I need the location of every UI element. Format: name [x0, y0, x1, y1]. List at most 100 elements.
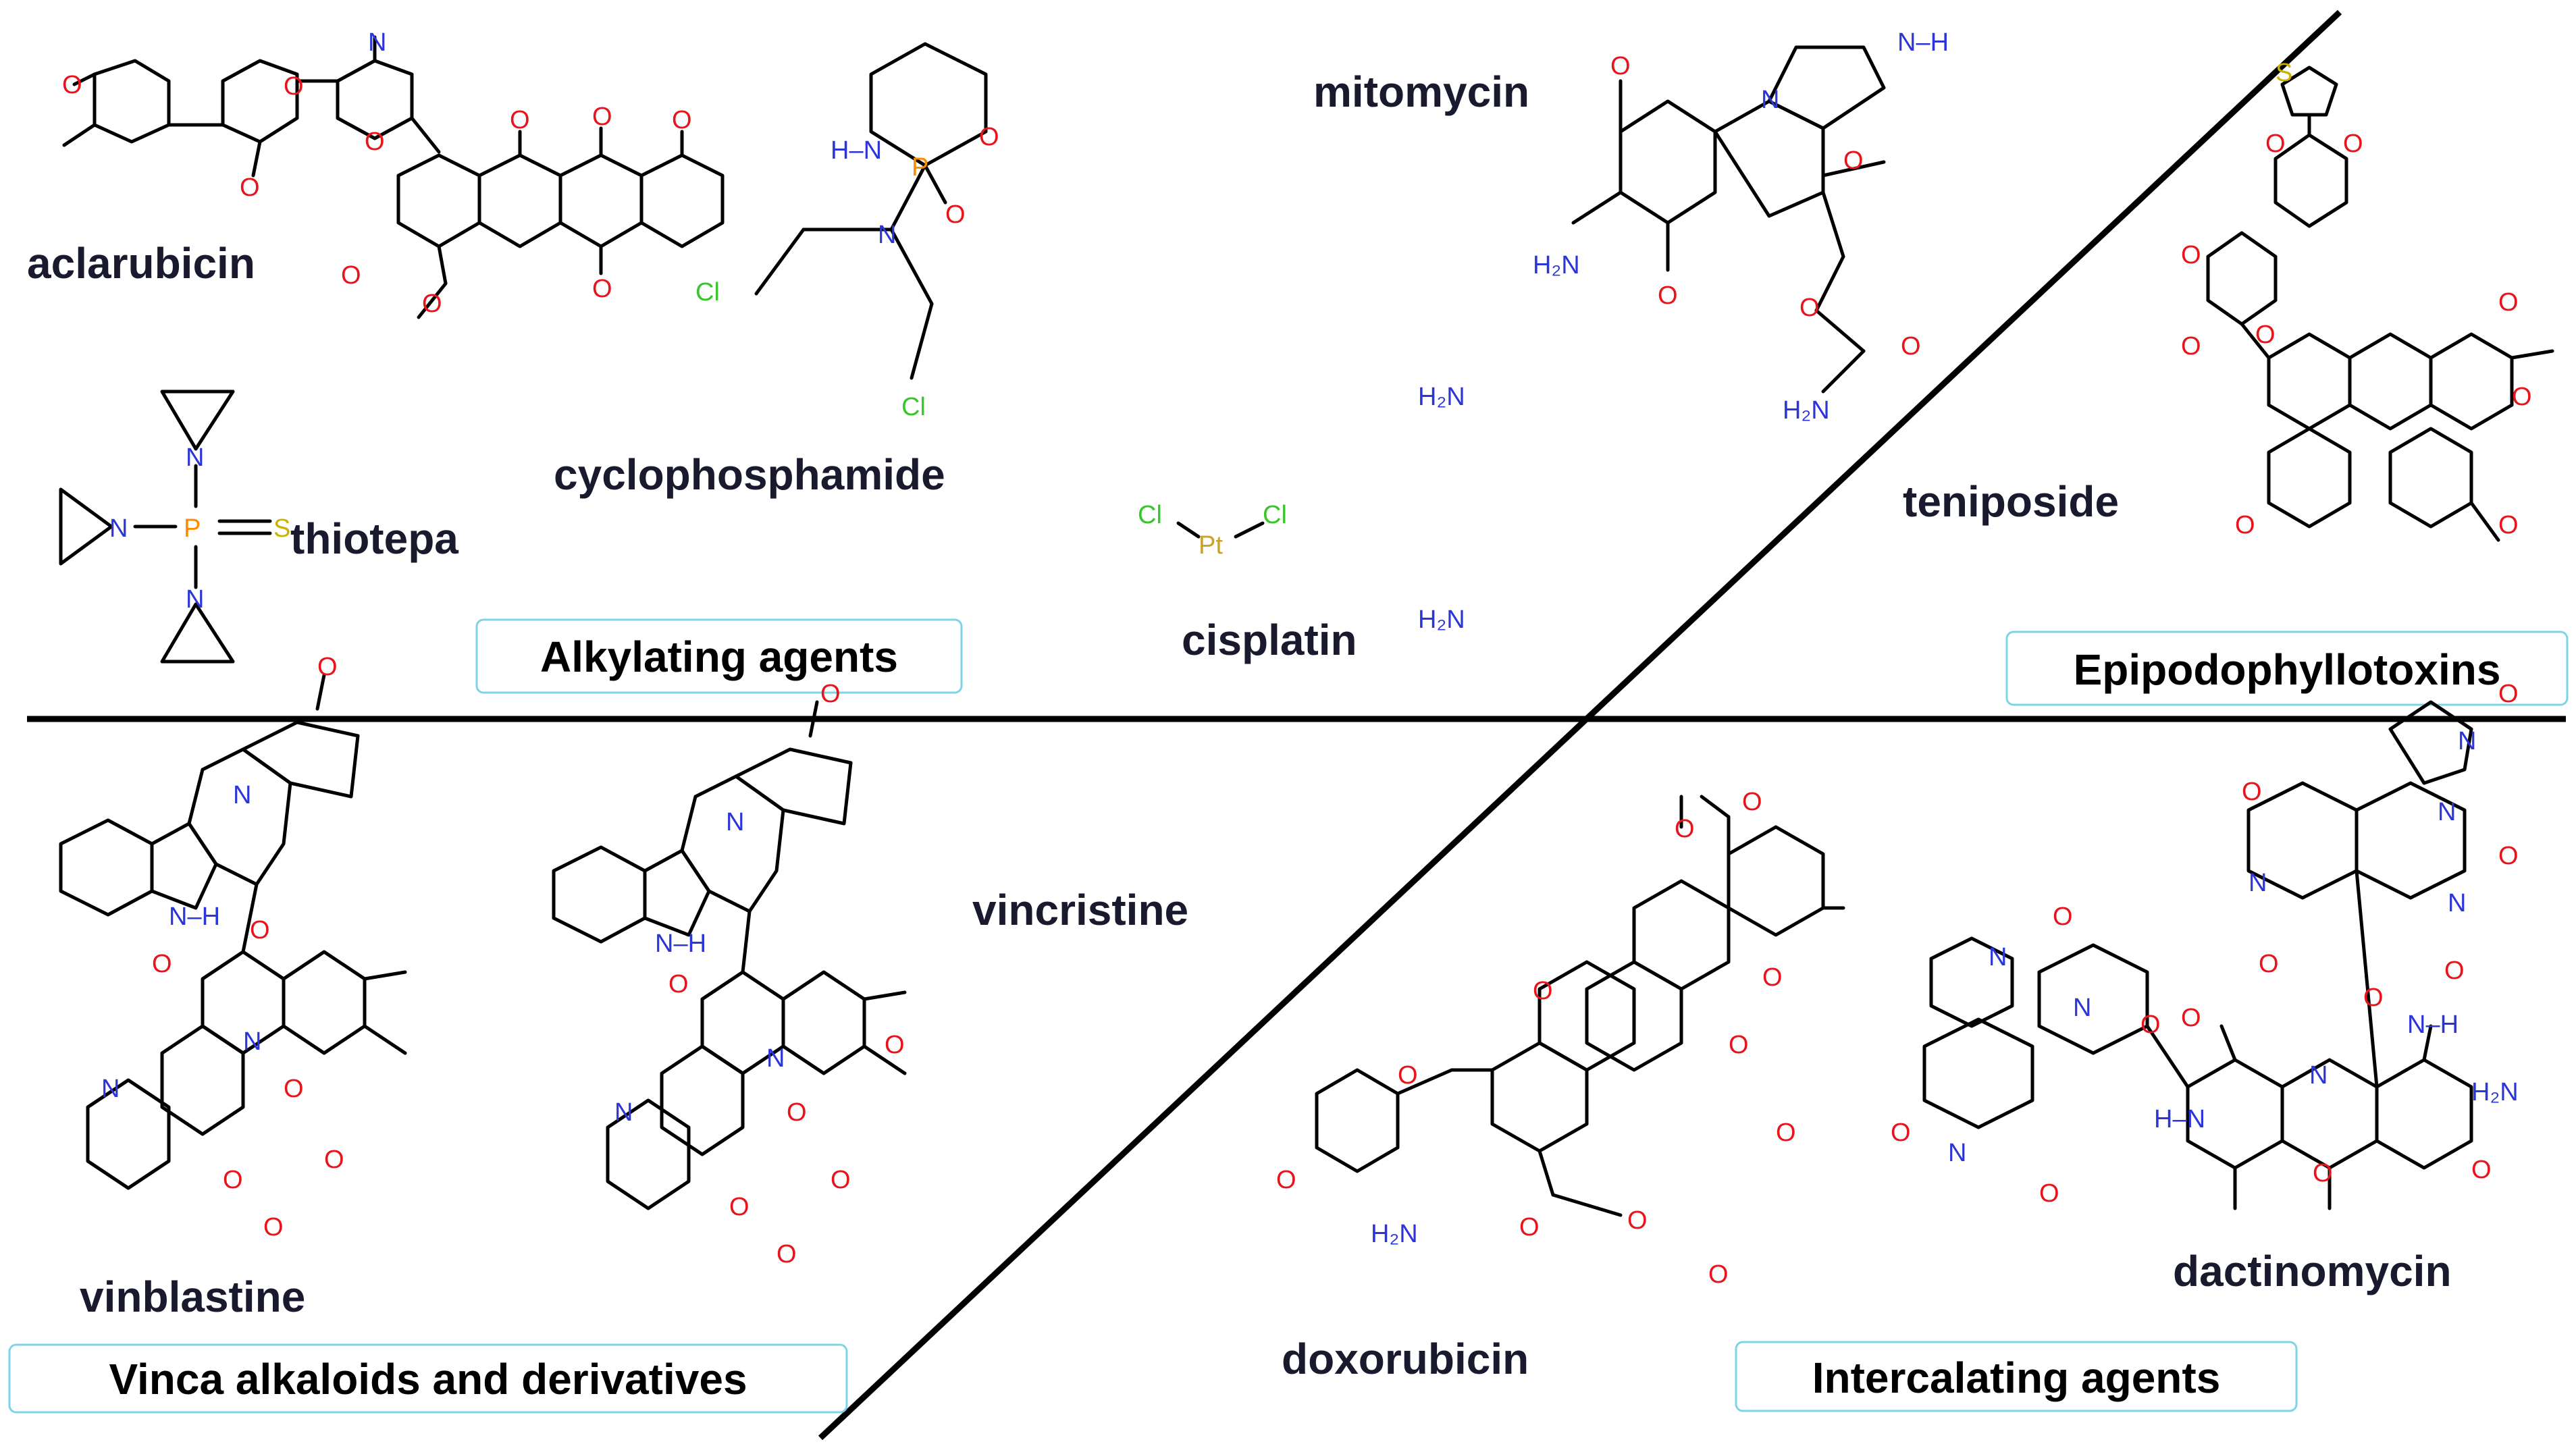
atom-label: N	[2309, 1061, 2328, 1090]
atom-label: O	[1675, 815, 1695, 843]
cyclophosphamide-structure: H–N O P O N Cl Cl	[695, 42, 999, 421]
cisplatin-structure: H₂N Cl Cl Pt H₂N	[1138, 383, 1465, 634]
atom-label: O	[152, 950, 172, 978]
atom-label: O	[729, 1193, 750, 1221]
atom-label: O	[672, 106, 692, 134]
atom-label: O	[2039, 1179, 2059, 1208]
atom-label: O	[2313, 1159, 2333, 1187]
atom-label: N	[368, 28, 386, 57]
atom-label: H₂N	[1783, 396, 1830, 425]
atom-label: N	[186, 444, 204, 472]
atom-label: N	[2249, 869, 2267, 897]
vincristine-structure: N–H N O O N O N O O O O	[552, 680, 907, 1268]
atom-label: O	[2235, 511, 2255, 539]
intercalating-agents-box: Intercalating agents	[1735, 1341, 2298, 1412]
atom-label: O	[787, 1098, 807, 1127]
atom-label: S	[273, 514, 290, 543]
atom-label: H₂N	[1533, 251, 1580, 279]
atom-label: P	[184, 514, 201, 543]
atom-label: S	[2276, 59, 2292, 87]
atom-label: O	[1276, 1166, 1296, 1194]
dactinomycin-label: dactinomycin	[2173, 1247, 2452, 1295]
atom-label: O	[831, 1166, 851, 1194]
alkylating-agents-box: Alkylating agents	[475, 618, 963, 694]
atom-label: N	[1761, 86, 1779, 114]
atom-label: Cl	[901, 393, 926, 421]
atom-label: O	[1891, 1119, 1911, 1147]
atom-label: O	[284, 1075, 304, 1103]
atom-label: N	[766, 1044, 785, 1073]
svg-text:Epipodophyllotoxins: Epipodophyllotoxins	[2074, 645, 2501, 694]
atom-label: N	[243, 1027, 261, 1056]
atom-label: H–N	[2154, 1105, 2205, 1133]
atom-label: O	[1658, 282, 1678, 310]
atom-label: N–H	[655, 930, 706, 958]
atom-label: O	[250, 916, 270, 944]
atom-label: O	[1398, 1061, 1418, 1090]
atom-label: N	[2448, 889, 2466, 917]
mitomycin-label: mitomycin	[1313, 68, 1529, 116]
vinca-alkaloids-box: Vinca alkaloids and derivatives	[8, 1343, 848, 1414]
vinblastine-label: vinblastine	[80, 1273, 305, 1321]
diagonal-divider	[818, 9, 2342, 1441]
atom-label: N	[233, 781, 251, 809]
atom-label: O	[1843, 146, 1864, 175]
atom-label: H₂N	[1371, 1220, 1418, 1248]
atom-label: O	[1519, 1213, 1540, 1241]
atom-label: Cl	[695, 278, 720, 306]
atom-label: O	[885, 1031, 905, 1059]
atom-label: O	[324, 1146, 344, 1174]
atom-label: O	[668, 970, 689, 998]
atom-label: O	[2498, 842, 2519, 870]
atom-label: Cl	[1138, 501, 1162, 529]
vincristine-label: vincristine	[972, 886, 1188, 934]
cisplatin-label: cisplatin	[1182, 616, 1357, 664]
atom-label: O	[820, 680, 841, 708]
atom-label: O	[1762, 963, 1783, 992]
atom-label: H₂N	[1418, 383, 1465, 411]
atom-label: H–N	[831, 136, 882, 165]
atom-label: N	[878, 221, 896, 249]
atom-label: O	[1533, 977, 1553, 1005]
atom-label: O	[2444, 957, 2465, 985]
atom-label: N–H	[169, 903, 220, 931]
atom-label: O	[2471, 1156, 2492, 1184]
atom-label: P	[912, 153, 928, 182]
atom-label: N	[2458, 727, 2476, 755]
atom-label: N	[109, 514, 128, 543]
atom-label: O	[2498, 288, 2519, 317]
aclarubicin-label: aclarubicin	[27, 239, 255, 288]
atom-label: O	[945, 200, 966, 229]
atom-label: O	[2181, 1004, 2201, 1032]
atom-label: Cl	[1263, 501, 1287, 529]
dactinomycin-structure: N O N O N O O O H–N N O N–H O H₂N O N O …	[1891, 680, 2519, 1210]
teniposide-structure: S O O O O O O O O O	[2181, 59, 2554, 542]
atom-label: O	[263, 1213, 284, 1241]
mitomycin-structure: O H₂N O N N–H O O O H₂N	[1533, 28, 1949, 425]
atom-label: O	[979, 123, 999, 151]
atom-label: O	[2259, 950, 2279, 978]
cyclophosphamide-label: cyclophosphamide	[554, 450, 945, 499]
vinblastine-structure: N–H N O O O N N O O O O	[59, 653, 407, 1241]
atom-label: O	[223, 1166, 243, 1194]
atom-label: O	[2255, 321, 2276, 349]
teniposide-label: teniposide	[1903, 477, 2119, 526]
atom-label: O	[341, 261, 361, 290]
atom-label: O	[510, 106, 530, 134]
aclarubicin-structure: O O O N O O O O O O O	[62, 28, 725, 319]
thiotepa-structure: N N P S N	[59, 390, 290, 664]
atom-label: O	[2512, 383, 2532, 411]
atom-label: N	[2438, 798, 2456, 826]
atom-label: O	[240, 173, 260, 202]
svg-text:Intercalating agents: Intercalating agents	[1812, 1354, 2221, 1402]
thiotepa-label: thiotepa	[290, 514, 458, 563]
atom-label: O	[365, 128, 385, 156]
atom-label: O	[592, 103, 612, 131]
atom-label: O	[2181, 241, 2201, 269]
atom-label: O	[2140, 1011, 2161, 1039]
atom-label: H₂N	[1418, 606, 1465, 634]
atom-label: O	[1708, 1260, 1729, 1289]
atom-label: N	[2073, 994, 2091, 1022]
atom-label: O	[1901, 332, 1921, 360]
